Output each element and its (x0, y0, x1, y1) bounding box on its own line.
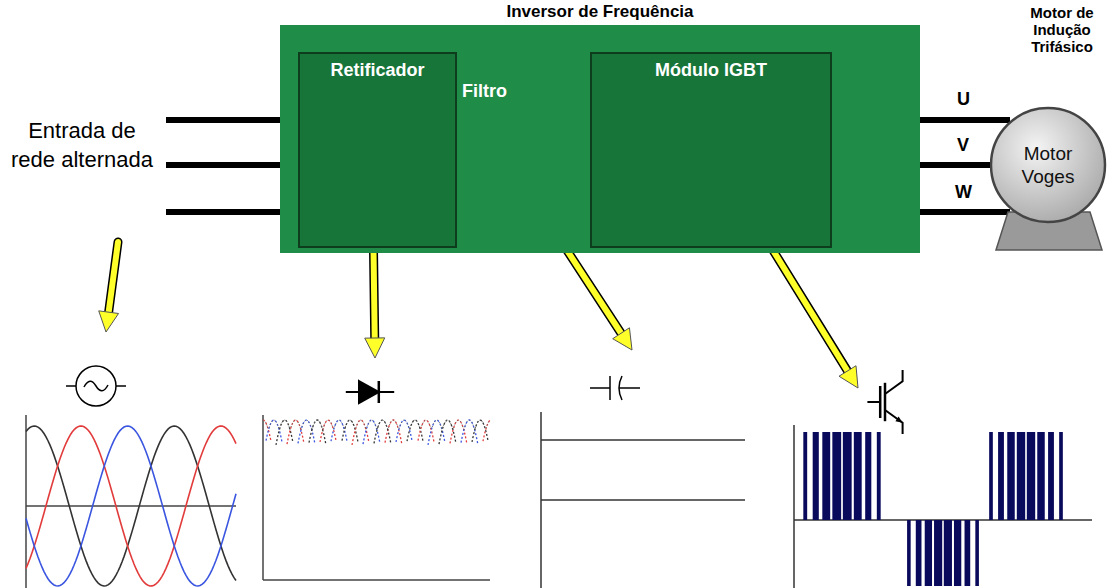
input-wire (166, 117, 298, 123)
label-holder: Entrada de rede alternada (6, 117, 158, 174)
phase-label: W (955, 181, 981, 204)
motor-body (991, 108, 1105, 222)
panel-title: Inversor de Frequência (280, 1, 920, 23)
igbt-symbol (867, 370, 902, 434)
dc-waveform (541, 412, 745, 588)
input-wire (166, 209, 298, 215)
box-heading: Retificador (300, 54, 455, 81)
motor-label: Motor Voges (1002, 142, 1094, 188)
rectified-waveform (263, 415, 490, 580)
input-label: Entrada de rede alternada (6, 117, 158, 174)
ac-waveform (26, 415, 236, 588)
inverter-panel: RetificadorMódulo IGBTInversor de Frequê… (280, 25, 920, 253)
pointer-arrow (99, 242, 119, 332)
phase-label: U (957, 88, 981, 111)
filter-label: Filtro (462, 80, 542, 103)
label-holder: Filtro (462, 80, 542, 103)
diode-symbol (346, 381, 394, 403)
label-holder: U (957, 88, 981, 111)
box-heading: Módulo IGBT (592, 54, 830, 81)
capacitor-symbol (590, 376, 640, 400)
label-holder: V (957, 134, 981, 157)
motor-node: Motor de Indução TrifásicoMotor Voges (990, 4, 1112, 254)
label-holder: W (955, 181, 981, 204)
input-wire (166, 162, 298, 168)
phase-label: V (957, 134, 981, 157)
motor-heading: Motor de Indução Trifásico (1014, 4, 1110, 55)
ac-source-symbol (66, 366, 126, 406)
pwm-waveform (794, 425, 1092, 588)
igbt-module-box: Módulo IGBT (590, 52, 832, 248)
rectifier-box: Retificador (298, 52, 457, 248)
